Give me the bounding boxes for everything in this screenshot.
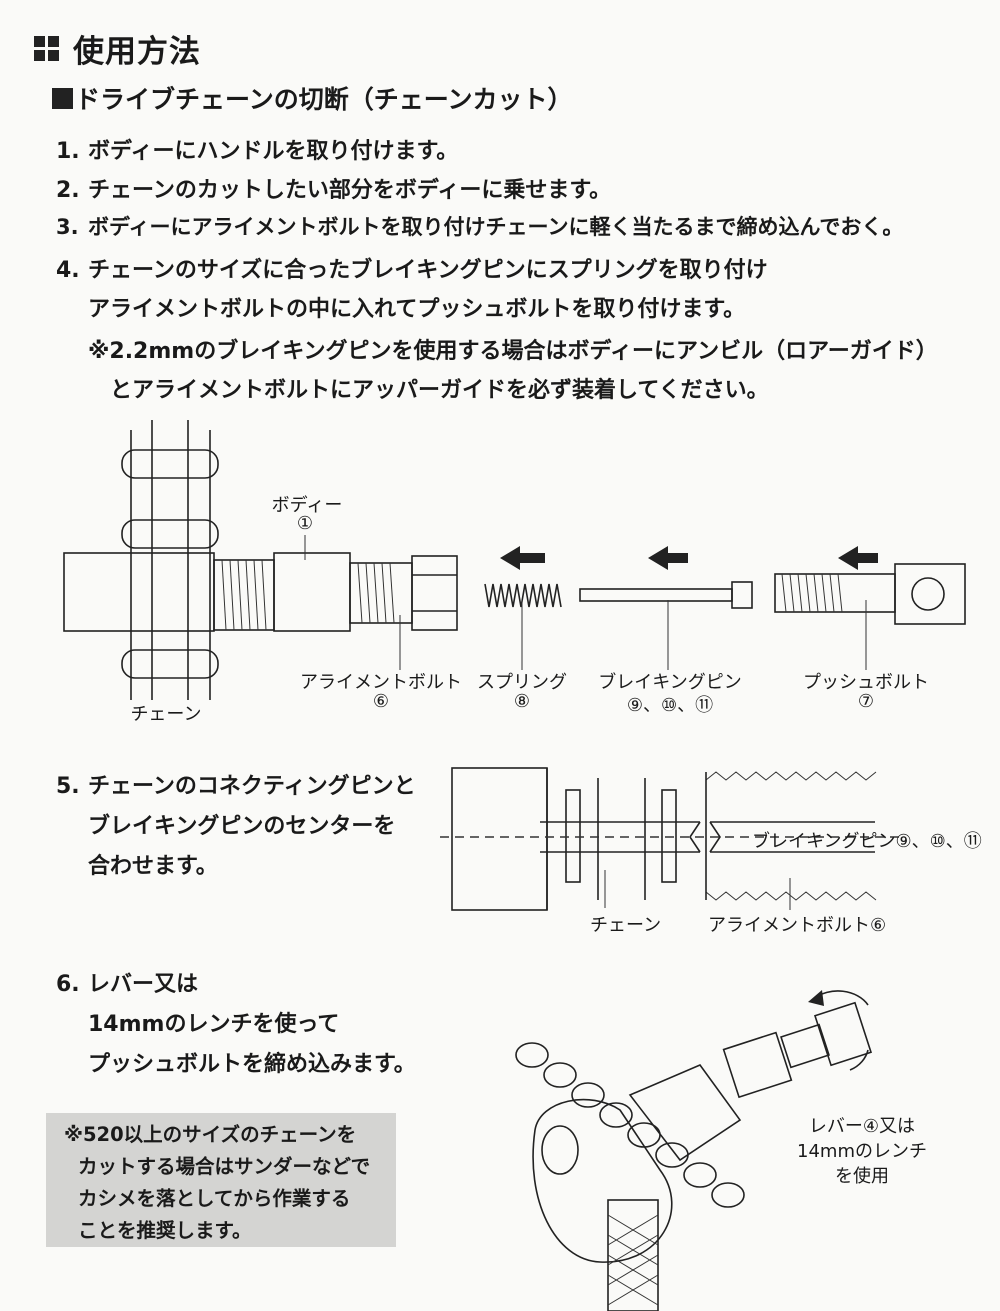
step-6-line-2: 14mmのレンチを使って <box>88 1012 340 1037</box>
step-1: 1.ボディーにハンドルを取り付けます。 <box>56 139 459 164</box>
squares-icon <box>34 36 59 61</box>
direction-arrows <box>500 546 878 570</box>
step-6-line-3: プッシュボルトを締め込みます。 <box>88 1052 416 1077</box>
label-alignment-bolt: アライメントボルト <box>300 672 462 693</box>
label-lever-3: を使用 <box>835 1166 889 1187</box>
step-4: 4.チェーンのサイズに合ったブレイキングピンにスプリングを取り付け <box>56 258 768 283</box>
note-box: ※520以上のサイズのチェーンを カットする場合はサンダーなどで カシメを落とし… <box>46 1113 396 1247</box>
spring-drawing <box>484 583 562 608</box>
label-breaking-pin-num: ⑨、⑩、⑪ <box>626 695 714 716</box>
label-chain-2: チェーン <box>590 915 662 936</box>
chain-diagonal <box>515 1042 745 1208</box>
label-alignment-bolt-num: ⑥ <box>372 691 390 712</box>
label-breaking-pin: ブレイキングピン <box>598 672 742 693</box>
breaking-pin-drawing <box>579 581 753 609</box>
step-5: 5.チェーンのコネクティングピンと <box>56 774 416 799</box>
label-push-bolt: プッシュボルト <box>803 672 929 693</box>
step-4-note-1: ※2.2mmのブレイキングピンを使用する場合はボディーにアンビル（ロアーガイド） <box>88 339 938 364</box>
label-push-bolt-num: ⑦ <box>857 691 875 712</box>
note-line-2: カットする場合はサンダーなどで <box>78 1155 371 1178</box>
chain-vertical-drawing <box>121 420 219 700</box>
cross-section-drawing <box>440 767 900 911</box>
step-5-line-2: ブレイキングピンのセンターを <box>88 814 396 839</box>
tool-in-use-drawing <box>515 990 873 1311</box>
label-chain: チェーン <box>130 704 202 725</box>
leader-lines <box>304 535 867 670</box>
subsection-title: ドライブチェーンの切断（チェーンカット） <box>52 80 573 116</box>
push-bolt-drawing <box>774 563 966 625</box>
step-2: 2.チェーンのカットしたい部分をボディーに乗せます。 <box>56 178 612 203</box>
step-3: 3.ボディーにアライメントボルトを取り付けチェーンに軽く当たるまで締め込んでおく… <box>56 215 904 239</box>
step-5-line-3: 合わせます。 <box>88 854 218 879</box>
label-spring-num: ⑧ <box>513 691 531 712</box>
label-breaking-pin-2: ブレイキングピン⑨、⑩、⑪ <box>752 831 982 852</box>
section-title: 使用方法 <box>34 26 201 71</box>
label-spring: スプリング <box>477 672 567 693</box>
step-4-line-2: アライメントボルトの中に入れてプッシュボルトを取り付けます。 <box>88 297 746 322</box>
note-line-3: カシメを落としてから作業する <box>78 1187 351 1210</box>
label-lever-2: 14mmのレンチ <box>797 1141 927 1162</box>
label-alignment-bolt-2: アライメントボルト⑥ <box>708 915 887 936</box>
label-lever-1: レバー④又は <box>808 1116 916 1137</box>
title-text: 使用方法 <box>73 34 201 70</box>
step-4-note-2: とアライメントボルトにアッパーガイドを必ず装着してください。 <box>110 378 769 403</box>
label-body: ボディー <box>271 495 343 516</box>
note-line-4: ことを推奨します。 <box>78 1219 252 1242</box>
subtitle-text: ドライブチェーンの切断（チェーンカット） <box>75 85 573 114</box>
body-and-bolt-drawing <box>63 552 458 632</box>
note-line-1: ※520以上のサイズのチェーンを <box>64 1123 357 1146</box>
square-bullet-icon <box>52 87 73 109</box>
step-6: 6.レバー又は <box>56 972 199 997</box>
label-body-num: ① <box>296 513 314 534</box>
